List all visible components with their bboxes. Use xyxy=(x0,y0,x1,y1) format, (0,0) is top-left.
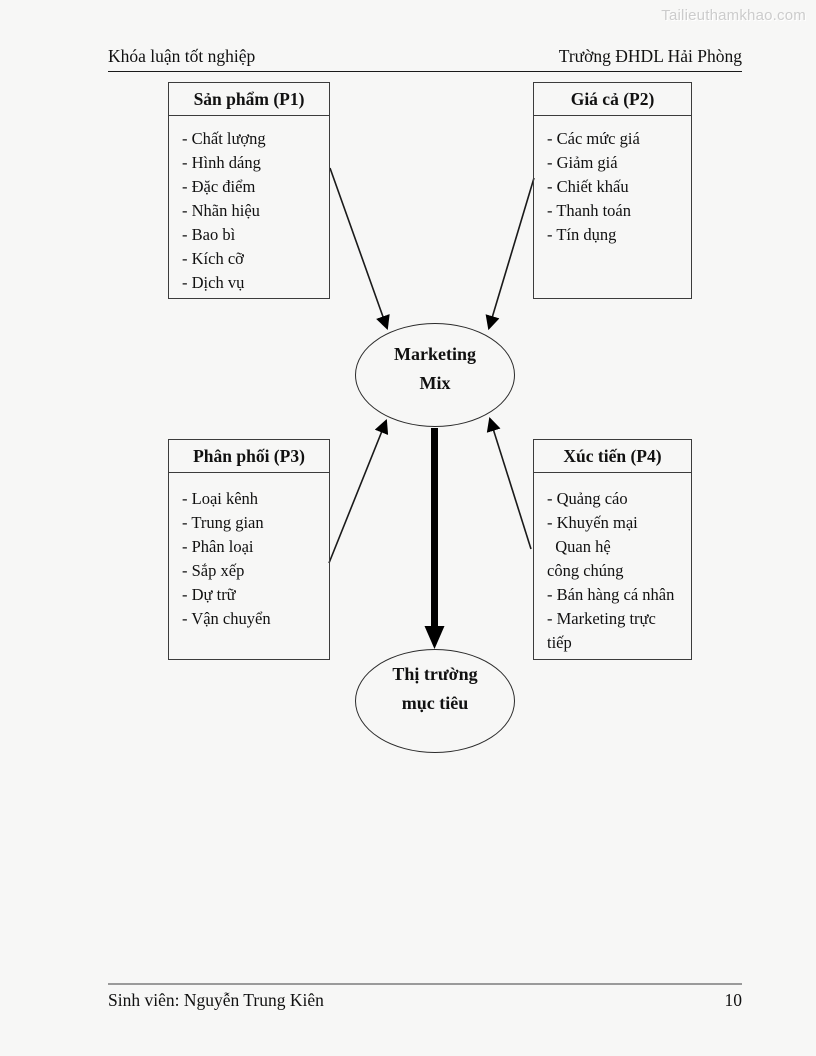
box-title-p1: Sản phẩm (P1) xyxy=(169,83,329,116)
box-item: Quan hệ xyxy=(547,537,611,556)
box-item: - Trung gian xyxy=(182,513,264,532)
page-header: Khóa luận tốt nghiệp Trường ĐHDL Hải Phò… xyxy=(108,46,742,72)
header-left-text: Khóa luận tốt nghiệp xyxy=(108,46,256,66)
box-body-p1: - Chất lượng - Hình dáng - Đặc điểm - Nhãn … xyxy=(169,116,329,295)
box-item: - Kích cỡ xyxy=(182,249,244,268)
box-item: tiếp xyxy=(547,633,572,652)
box-item: - Chất lượng xyxy=(182,129,266,148)
box-item: - Đặc điểm xyxy=(182,177,256,196)
box-xuc-tien-p4: Xúc tiến (P4) - Quảng cáo - Khuyến mại Qu… xyxy=(533,439,692,660)
box-title-p3: Phân phối (P3) xyxy=(169,440,329,473)
box-body-p3: - Loại kênh - Trung gian - Phân loại - Sắp … xyxy=(169,473,329,631)
box-item: - Nhãn hiệu xyxy=(182,201,260,220)
watermark: Tailieuthamkhao.com xyxy=(661,7,806,24)
box-gia-ca-p2: Giá cả (P2) - Các mức giá - Giảm giá - Chi… xyxy=(533,82,692,299)
marketing-mix-ellipse: Marketing Mix xyxy=(355,323,515,427)
box-item: - Các mức giá xyxy=(547,129,640,148)
box-item: - Thanh toán xyxy=(547,201,632,220)
marketing-mix-line2: Mix xyxy=(419,373,451,393)
box-item: - Sắp xếp xyxy=(182,561,245,580)
box-item: - Dịch vụ xyxy=(182,273,245,292)
box-item: - Tín dụng xyxy=(547,225,617,244)
box-item: - Dự trữ xyxy=(182,585,236,604)
box-item: - Giảm giá xyxy=(547,153,618,172)
target-market-ellipse: Thị trường mục tiêu xyxy=(355,649,515,753)
box-phan-phoi-p3: Phân phối (P3) - Loại kênh- Trung gian- … xyxy=(168,439,330,660)
page-footer: Sinh viên: Nguyễn Trung Kiên 10 xyxy=(108,983,742,1011)
box-title-p4: Xúc tiến (P4) xyxy=(534,440,691,473)
box-item: - Phân loại xyxy=(182,537,254,556)
box-item: - Quảng cáo xyxy=(547,489,628,508)
page-number: 10 xyxy=(724,990,743,1010)
box-item: - Chiết khấu xyxy=(547,177,629,196)
arrow-p2-to-mix xyxy=(485,177,535,331)
box-title-p2: Giá cả (P2) xyxy=(534,83,691,116)
box-item: công chúng xyxy=(547,561,624,580)
arrow-p4-to-mix xyxy=(486,416,532,550)
box-item: - Bán hàng cá nhân xyxy=(547,585,675,604)
box-item: - Loại kênh xyxy=(182,489,259,508)
box-item: - Marketing trực xyxy=(547,609,656,628)
marketing-mix-line1: Marketing xyxy=(394,344,476,364)
header-right-text: Trường ĐHDL Hải Phòng xyxy=(558,46,742,66)
footer-student-text: Sinh viên: Nguyễn Trung Kiên xyxy=(108,990,324,1010)
box-item: - Bao bì xyxy=(182,225,236,244)
box-body-p2: - Các mức giá - Giảm giá - Chiết khấu - Tha… xyxy=(534,116,691,247)
target-market-line1: Thị trường xyxy=(392,664,478,684)
box-item: - Hình dáng xyxy=(182,153,261,172)
box-san-pham-p1: Sản phẩm (P1) - Chất lượng - Hình dáng - Đ… xyxy=(168,82,330,299)
arrow-p3-to-mix xyxy=(328,418,389,564)
box-body-p4: - Quảng cáo - Khuyến mại Quan hệ công chún… xyxy=(534,473,691,655)
arrow-mix-to-target-head xyxy=(424,626,445,649)
target-market-line2: mục tiêu xyxy=(401,693,469,713)
box-item: - Vận chuyển xyxy=(182,609,271,628)
box-item: - Khuyến mại xyxy=(547,513,638,532)
arrow-p1-to-mix xyxy=(329,167,390,331)
